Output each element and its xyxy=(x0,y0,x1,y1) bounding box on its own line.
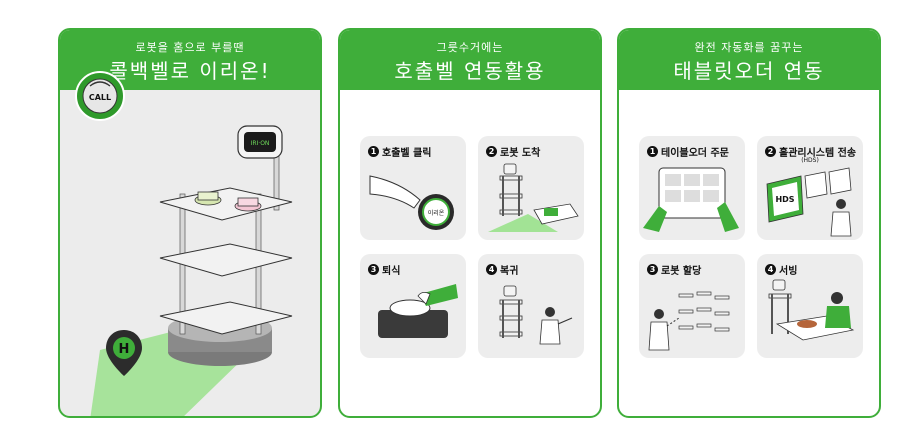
card-header: 그릇수거에는 호출벨 연동활용 xyxy=(340,30,600,90)
step-number: 3 xyxy=(647,264,658,275)
robot-shelf-middle xyxy=(159,243,293,277)
card-subtitle: 로봇을 홈으로 부를땐 xyxy=(135,41,245,54)
clearing-dishes-illustration xyxy=(378,284,458,338)
step-number: 3 xyxy=(368,264,379,275)
step-number: 1 xyxy=(647,146,658,157)
step-note: (HDS) xyxy=(801,157,819,164)
step-number: 2 xyxy=(765,146,776,157)
bell-device-text: 이리온 xyxy=(428,209,445,217)
step-number: 1 xyxy=(368,146,379,157)
hds-screen-text: HDS xyxy=(775,195,794,204)
card-title: 콜백벨로 이리온! xyxy=(109,59,271,83)
home-marker-text: H xyxy=(119,342,130,357)
card-title: 호출벨 연동활용 xyxy=(394,59,546,83)
card-title: 태블릿오더 연동 xyxy=(673,59,825,83)
call-badge-text: CALL xyxy=(89,93,111,102)
step-number: 4 xyxy=(486,264,497,275)
card-header: 완전 자동화를 꿈꾸는 태블릿오더 연동 xyxy=(619,30,879,90)
hds-screen-illustration: HDS xyxy=(766,167,852,237)
call-bell-icon: CALL xyxy=(75,71,125,121)
robot-illustration: IRI·ON xyxy=(90,125,293,416)
tablet-order-illustration xyxy=(643,167,739,232)
robot-screen-text: IRI·ON xyxy=(251,140,270,147)
card-subtitle: 그릇수거에는 xyxy=(436,41,504,54)
hand-pressing-bell-illustration: 이리온 xyxy=(369,175,454,230)
step-number: 4 xyxy=(765,264,776,275)
serving-illustration xyxy=(768,279,855,341)
robot-arrival-illustration xyxy=(488,163,579,232)
robot-return-illustration xyxy=(499,285,573,345)
card-callback-bell: 로봇을 홈으로 부를땐 콜백벨로 이리온! IRI·ON CALL xyxy=(58,28,322,418)
step-number: 2 xyxy=(486,146,497,157)
robot-assignment-illustration xyxy=(648,291,730,351)
robot-shelf-bottom xyxy=(159,301,293,335)
card-subtitle: 완전 자동화를 꿈꾸는 xyxy=(694,41,804,54)
home-marker-icon: H xyxy=(106,330,142,376)
